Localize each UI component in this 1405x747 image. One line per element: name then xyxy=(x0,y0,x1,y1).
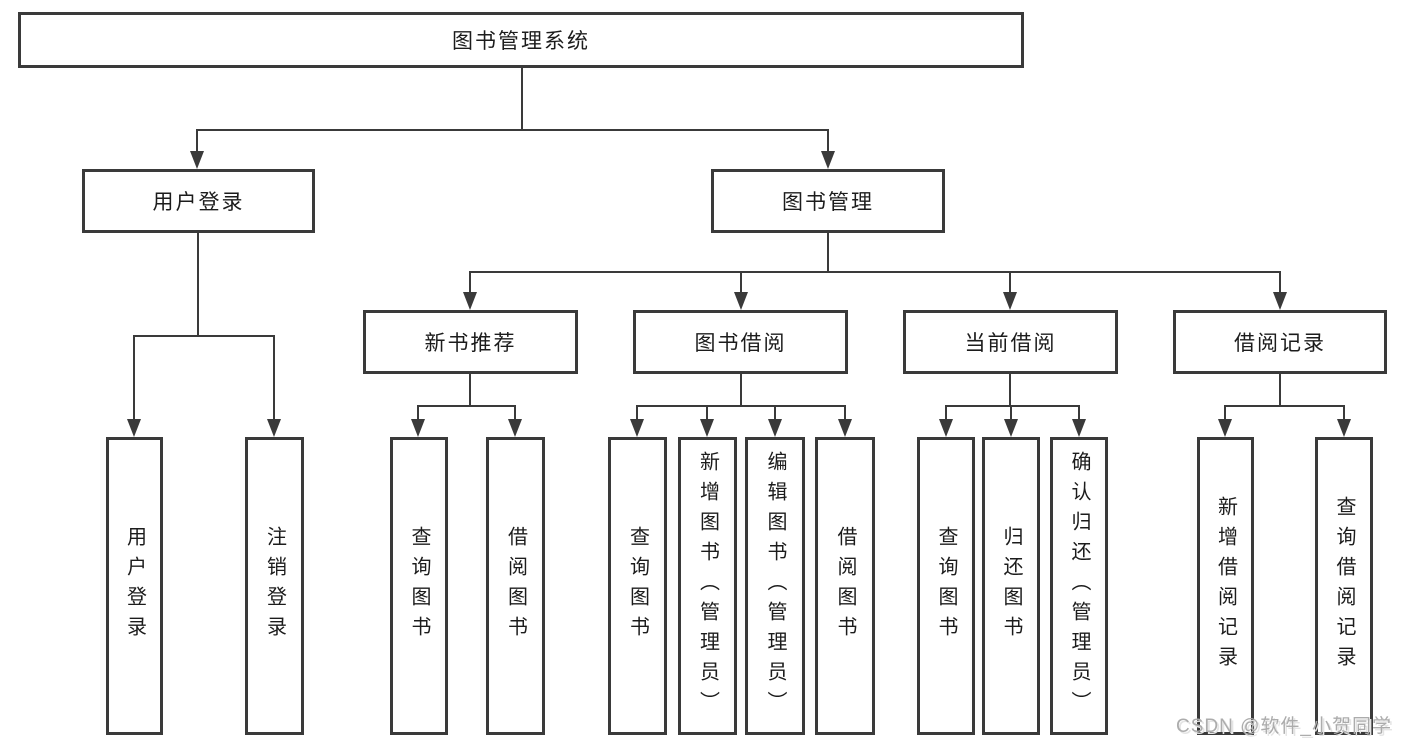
leaf-user-login: 用户登录 xyxy=(106,437,163,735)
leaf-edit-book-admin: 编辑图书（管理员） xyxy=(745,437,805,735)
leaf-query-borrow-record: 查询借阅记录 xyxy=(1315,437,1373,735)
leaf-query-books-recommend: 查询图书 xyxy=(390,437,448,735)
leaf-add-borrow-record: 新增借阅记录 xyxy=(1197,437,1254,735)
leaf-query-books-borrow: 查询图书 xyxy=(608,437,667,735)
leaf-logout: 注销登录 xyxy=(245,437,304,735)
leaf-confirm-return-admin: 确认归还（管理员） xyxy=(1050,437,1108,735)
node-user-login: 用户登录 xyxy=(82,169,315,233)
node-book-borrow: 图书借阅 xyxy=(633,310,848,374)
node-root: 图书管理系统 xyxy=(18,12,1024,68)
node-borrow-records: 借阅记录 xyxy=(1173,310,1387,374)
node-new-book-recommend: 新书推荐 xyxy=(363,310,578,374)
leaf-return-book: 归还图书 xyxy=(982,437,1040,735)
node-current-borrow: 当前借阅 xyxy=(903,310,1118,374)
leaf-borrow-books: 借阅图书 xyxy=(815,437,875,735)
leaf-query-books-current: 查询图书 xyxy=(917,437,975,735)
csdn-watermark: CSDN @软件_小贺同学 xyxy=(1176,716,1392,737)
leaf-borrow-books-recommend: 借阅图书 xyxy=(486,437,545,735)
leaf-add-book-admin: 新增图书（管理员） xyxy=(678,437,737,735)
node-book-management: 图书管理 xyxy=(711,169,945,233)
